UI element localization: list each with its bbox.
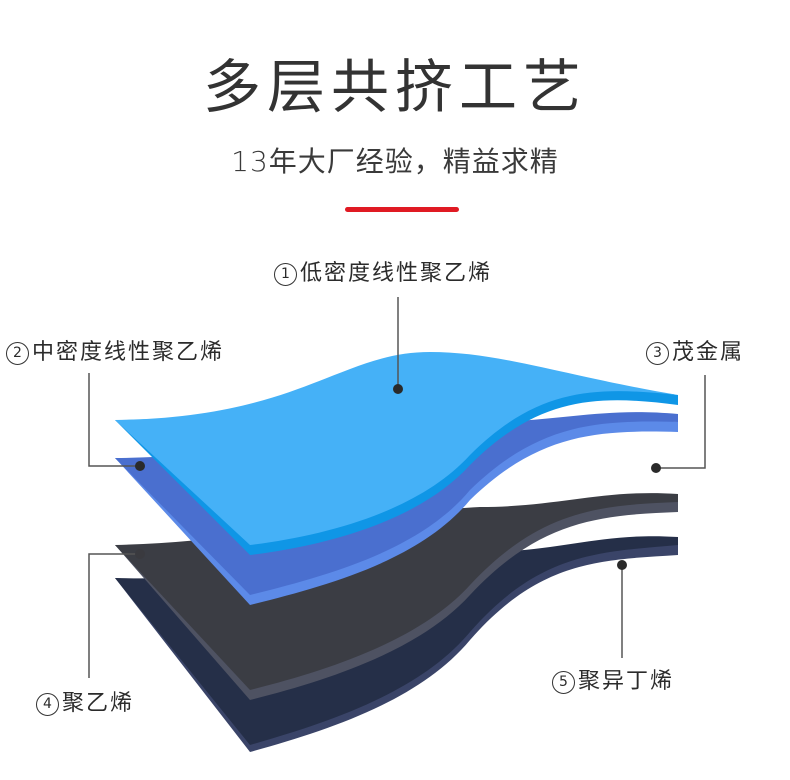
leader-3 <box>656 375 706 469</box>
marker-dot-2 <box>135 461 145 471</box>
layer-1-lldpe <box>115 352 678 555</box>
marker-dot-4 <box>135 549 145 559</box>
layer-5-name: 聚异丁烯 <box>578 669 675 694</box>
marker-dot-3 <box>651 463 661 473</box>
page-title: 多层共挤工艺 <box>202 53 587 121</box>
number-badge-2: 2 <box>6 342 29 365</box>
accent-divider <box>345 207 459 212</box>
number-badge-5: 5 <box>552 671 575 694</box>
marker-dot-1 <box>393 384 403 394</box>
layer-2-name: 中密度线性聚乙烯 <box>32 340 225 365</box>
marker-dot-5 <box>617 560 627 570</box>
page-subtitle: 13年大厂经验，精益求精 <box>231 145 559 178</box>
layer-4-name: 聚乙烯 <box>62 691 135 716</box>
number-badge-3: 3 <box>646 342 669 365</box>
number-badge-1: 1 <box>274 263 297 286</box>
layer-1-name: 低密度线性聚乙烯 <box>300 261 493 286</box>
leader-4 <box>88 553 140 678</box>
layer-3-name: 茂金属 <box>672 340 745 365</box>
leader-2 <box>88 373 140 467</box>
number-badge-4: 4 <box>36 693 59 716</box>
